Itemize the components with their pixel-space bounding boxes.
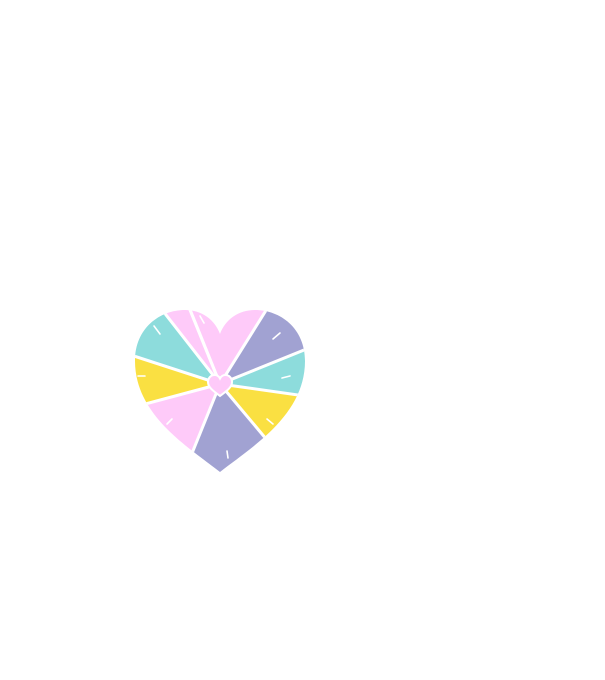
pinwheel-segment: [135, 334, 220, 426]
segment-divider: [219, 322, 305, 386]
small-heart-icon: [206, 373, 234, 398]
edge-tick: [226, 450, 229, 459]
edge-tick: [199, 315, 205, 324]
segment-divider: [135, 333, 221, 386]
pinwheel-segment: [135, 310, 220, 384]
segment-divider: [135, 310, 222, 385]
edge-tick: [266, 418, 274, 425]
edge-ticks: [137, 315, 291, 459]
edge-tick: [272, 332, 281, 340]
segment-divider: [218, 310, 305, 385]
edge-tick: [281, 375, 291, 379]
segment-divider: [158, 310, 222, 385]
edge-tick: [153, 325, 161, 335]
pinwheel-segment: [135, 384, 220, 472]
heart-pinwheel-icon: [135, 310, 305, 472]
edge-tick: [166, 418, 173, 425]
pinwheel-segment: [220, 324, 305, 407]
